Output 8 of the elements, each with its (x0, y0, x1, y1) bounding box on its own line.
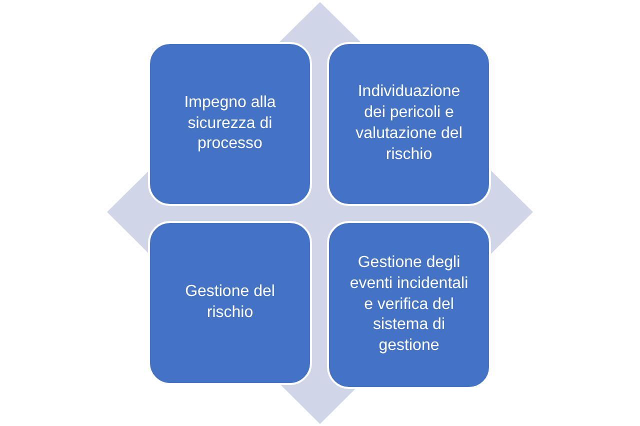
process-box (327, 42, 491, 206)
box-text: Gestione degli eventi incidentali e verifica del sistema di gestione (348, 253, 470, 356)
process-box (148, 221, 312, 385)
box-text: Impegno alla sicurezza di processo (183, 92, 277, 154)
box-text: Individuazione dei pericoli e valutazione del rischio (354, 82, 464, 165)
process-box (327, 221, 491, 389)
box-text: Gestione del rischio (184, 282, 276, 323)
process-box (148, 42, 312, 206)
